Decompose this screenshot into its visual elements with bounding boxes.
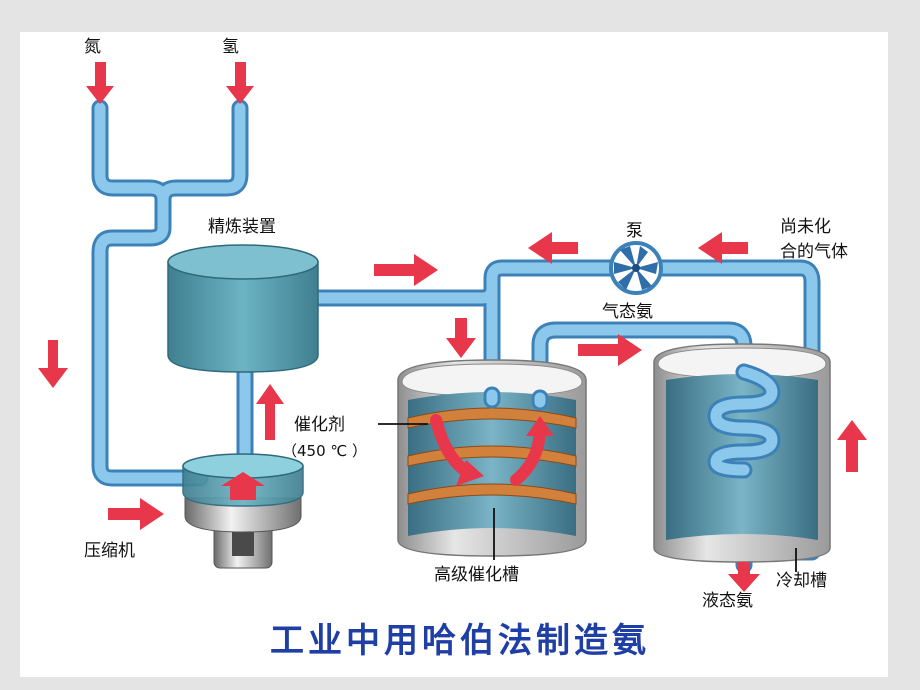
label-liquid-ammonia: 液态氨 — [702, 591, 753, 611]
arrow-down-hydrogen — [226, 62, 254, 104]
cooling-tank — [653, 343, 831, 563]
diagram-title: 工业中用哈伯法制造氨 — [270, 621, 650, 661]
arrow-right-cooler — [578, 334, 642, 366]
leader-lines — [378, 423, 797, 572]
label-catalyst-temperature: （450 ℃ ） — [282, 442, 367, 460]
arrow-up-right — [837, 420, 867, 472]
label-hydrogen: 氢 — [222, 37, 239, 57]
arrow-right-compressor — [108, 498, 164, 530]
arrow-up-purifier — [256, 384, 284, 440]
catalytic-reactor — [397, 359, 587, 557]
label-pump: 泵 — [626, 221, 643, 241]
label-compressor: 压缩机 — [84, 541, 135, 561]
arrow-left-pump-left — [528, 232, 578, 264]
arrow-right-top — [374, 254, 438, 286]
arrow-left-pump-right — [698, 232, 748, 264]
arrow-down-reactor — [446, 318, 476, 358]
label-purifier: 精炼装置 — [208, 217, 276, 237]
label-unreacted-gas-line1: 尚未化 — [780, 217, 831, 237]
purifier-tank — [167, 244, 319, 373]
arrow-down-left — [38, 340, 68, 388]
label-ammonia-gas: 气态氨 — [602, 302, 653, 322]
label-cooler: 冷却槽 — [776, 571, 827, 591]
label-nitrogen: 氮 — [84, 37, 101, 57]
flow-arrows — [38, 62, 867, 592]
label-unreacted-gas-line2: 合的气体 — [780, 242, 848, 262]
compressor — [182, 453, 304, 569]
pump — [609, 241, 663, 295]
fan-icon — [614, 246, 658, 290]
cooling-coil — [707, 363, 781, 479]
arrow-down-nitrogen — [86, 62, 114, 104]
labels: 氮 氢 精炼装置 压缩机 泵 尚未化 合的气体 气态氨 催化剂 （450 ℃ ）… — [84, 37, 848, 661]
arrow-down-liquid — [728, 562, 760, 592]
label-catalyst: 催化剂 — [294, 415, 345, 435]
label-reactor: 高级催化槽 — [434, 565, 519, 585]
